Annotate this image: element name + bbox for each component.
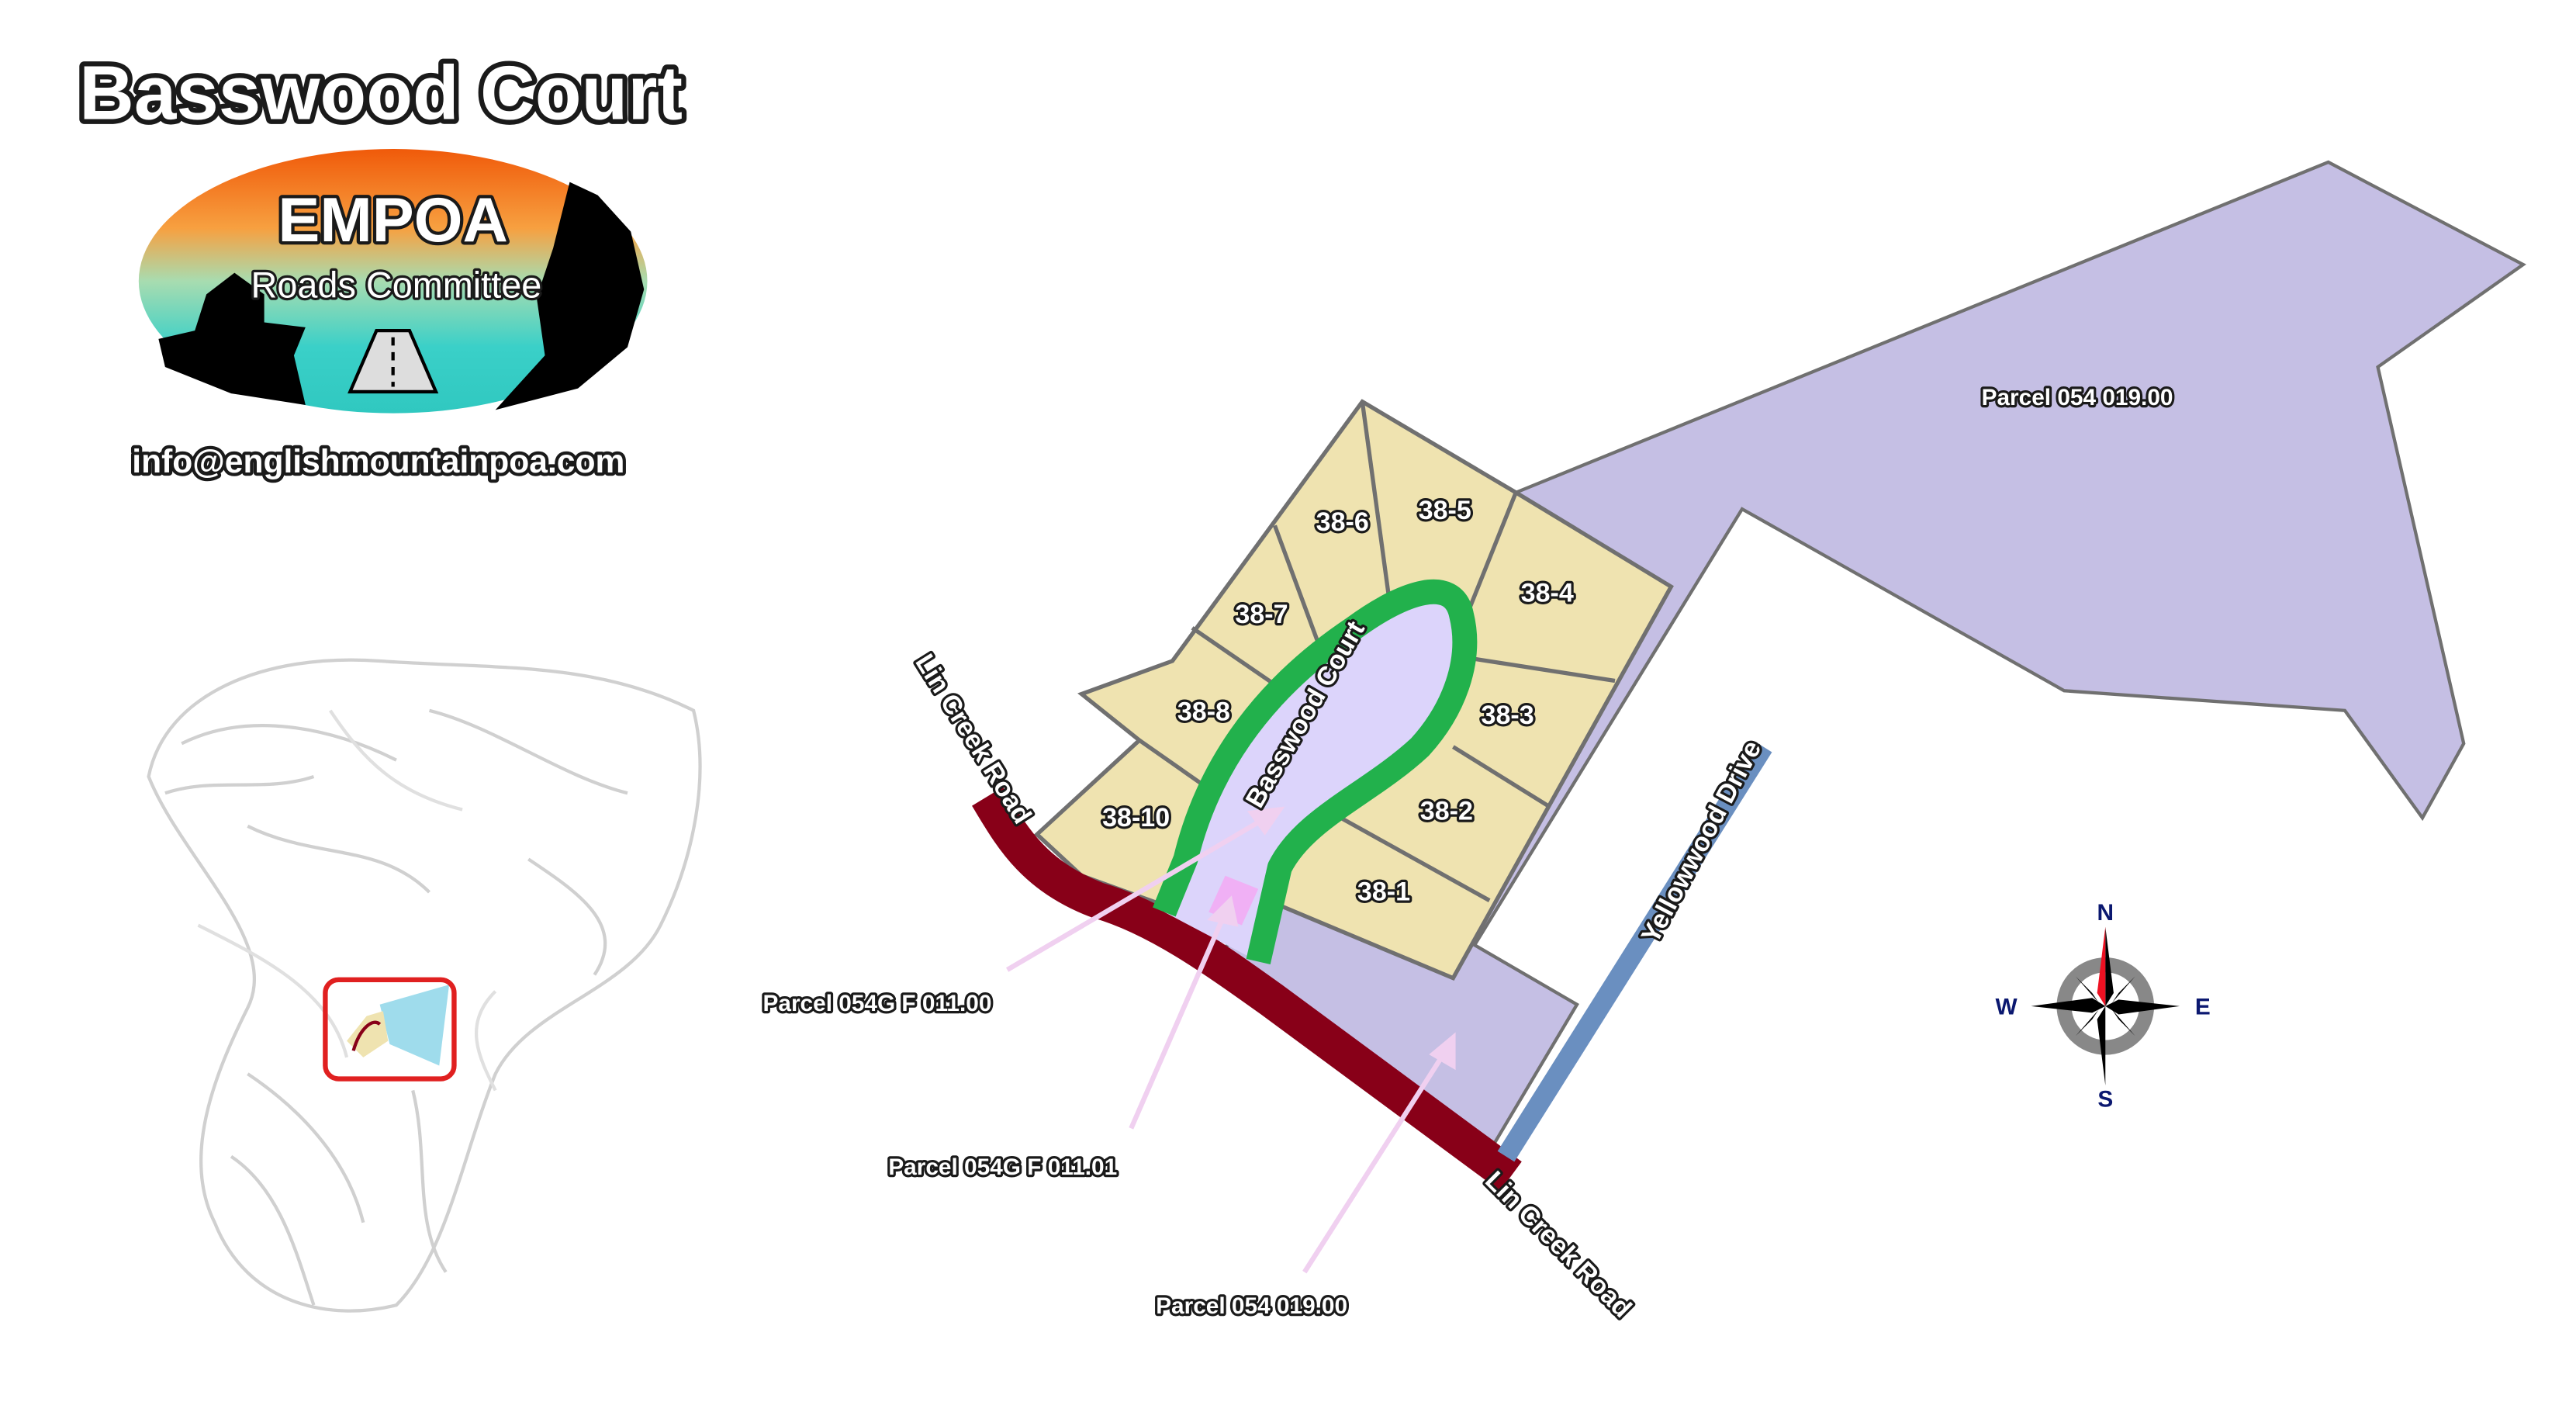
lot-label: 38-1: [1357, 877, 1410, 907]
compass-s: S: [2097, 1087, 2113, 1113]
lot-label: 38-6: [1316, 507, 1369, 537]
lot-label: 38-5: [1419, 496, 1471, 525]
compass-w: W: [1995, 995, 2018, 1020]
lot-label: 38-7: [1235, 600, 1288, 629]
parcel-label: Parcel 054G F 011.00: [763, 991, 992, 1016]
parcel-label: Parcel 054 019.00: [1156, 1293, 1347, 1319]
road-label-lin-creek-upper: Lin Creek Road: [909, 649, 1037, 829]
lot-label: 38-10: [1102, 803, 1170, 832]
lot-label: 38-8: [1177, 697, 1230, 727]
contact-email[interactable]: info@englishmountainpoa.com: [129, 440, 628, 484]
logo-line2: Roads Committee: [251, 265, 542, 306]
callout-arrows: [1005, 806, 1456, 1274]
page-title: Basswood Court: [79, 50, 683, 136]
basswood-court-road[interactable]: [1153, 579, 1478, 964]
road-label-lin-creek-lower: Lin Creek Road: [1479, 1165, 1637, 1323]
empoa-logo: EMPOA Roads Committee: [138, 148, 648, 414]
yellowwood-drive: [1497, 741, 1772, 1162]
overview-map: [147, 658, 702, 1313]
overview-highlight-box: [323, 977, 457, 1082]
road-label-yellowwood: Yellowwood Drive: [1636, 735, 1767, 947]
compass-rose-icon: N S W E: [1995, 900, 2210, 1113]
lin-creek-road: [972, 787, 1522, 1191]
parcel-label: Parcel 054G F 011.01: [888, 1154, 1117, 1180]
lot-label: 38-3: [1482, 701, 1534, 730]
parcel-label: Parcel 054 019.00: [1982, 385, 2173, 410]
overview-parcel: [379, 985, 450, 1066]
compass-n: N: [2097, 900, 2114, 926]
lot-label: 38-4: [1521, 578, 1574, 607]
logo-line1: EMPOA: [278, 185, 508, 255]
lot-label: 38-2: [1420, 796, 1473, 825]
compass-e: E: [2195, 995, 2211, 1020]
